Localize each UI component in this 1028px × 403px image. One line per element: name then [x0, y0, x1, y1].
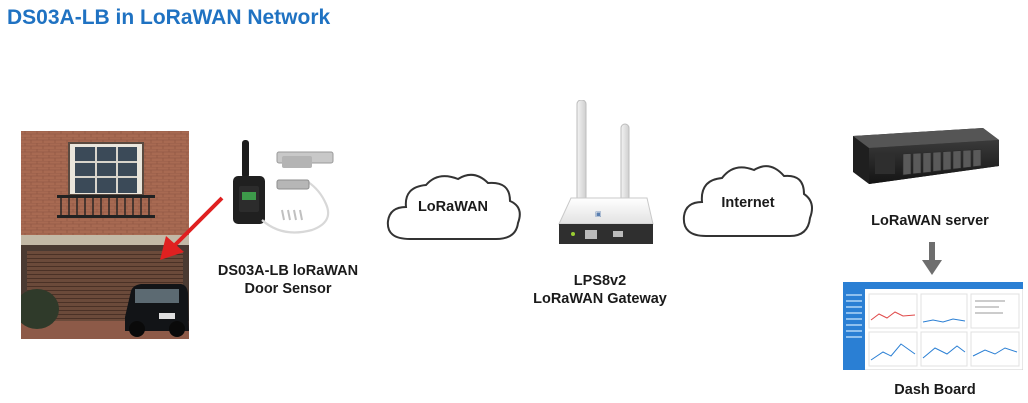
gateway-label-line2: LoRaWAN Gateway — [533, 291, 667, 307]
sensor-label: DS03A-LB loRaWAN Door Sensor — [208, 262, 368, 298]
dashboard-label: Dash Board — [894, 382, 976, 398]
lorawan-cloud-icon — [386, 173, 521, 240]
internet-cloud-icon — [682, 165, 813, 237]
gateway-label: LPS8v2 LoRaWAN Gateway — [520, 272, 680, 308]
server-device — [853, 128, 999, 184]
sensor-label-line2: Door Sensor — [244, 281, 332, 297]
page-title: DS03A-LB in LoRaWAN Network — [7, 6, 331, 29]
house-garage-photo — [21, 131, 189, 339]
lorawan-cloud-label: LoRaWAN — [417, 199, 489, 215]
internet-cloud-label: Internet — [721, 195, 775, 211]
gateway-label-line1: LPS8v2 — [573, 273, 627, 289]
sensor-label-line1: DS03A-LB loRaWAN — [217, 263, 359, 279]
gateway-device: ▣ — [558, 100, 654, 244]
dashboard-screenshot — [843, 282, 1023, 370]
server-label: LoRaWAN server — [871, 213, 989, 229]
door-sensor-device — [233, 140, 334, 234]
red-arrow-icon — [160, 196, 224, 260]
svg-text:▣: ▣ — [595, 210, 602, 218]
down-arrow-icon — [922, 242, 942, 275]
